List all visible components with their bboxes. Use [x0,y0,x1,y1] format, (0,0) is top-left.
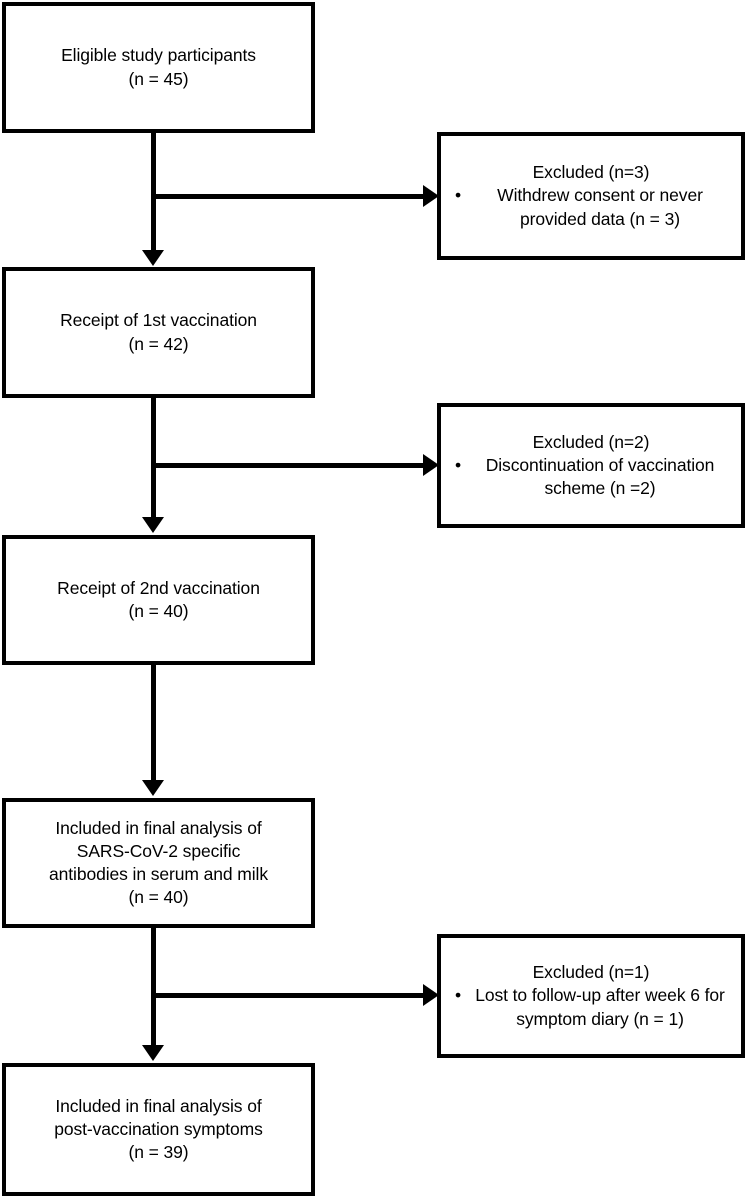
excluded-title: Excluded (n=3) [532,162,650,183]
node-analysis-symptoms: Included in final analysis of post-vacci… [2,1063,315,1196]
excluded-body-line: 3) [664,208,680,229]
node-analysis-antibodies: Included in final analysis of SARS-CoV-2… [2,798,315,928]
node-line: (n = 39) [128,1142,189,1163]
node-line: Receipt of 1st vaccination [60,310,257,331]
node-excluded-3: Excluded (n=1) • Lost to follow-up after… [437,934,745,1058]
arrow-down-to-second-vaccination [142,517,164,533]
excluded-body-line: Lost to follow-up after [475,985,641,1006]
connector-branch-3 [151,993,426,998]
connector-trunk-1 [151,133,156,252]
bullet-icon: • [455,185,462,206]
arrow-right-to-excluded-3 [423,984,439,1006]
arrow-right-to-excluded-1 [423,185,439,207]
node-line: (n = 42) [128,333,189,354]
node-receipt-second-vaccination: Receipt of 2nd vaccination (n = 40) [2,535,315,665]
connector-trunk-4 [151,928,156,1046]
arrow-down-to-analysis-symptoms [142,1045,164,1061]
connector-trunk-3 [151,665,156,782]
connector-branch-1 [151,194,426,199]
node-line: (n = 45) [128,68,189,89]
connector-branch-2 [151,463,426,468]
bullet-icon: • [455,454,462,475]
arrow-down-to-first-vaccination [142,250,164,266]
node-line: Receipt of 2nd vaccination [57,577,260,598]
node-line: Eligible study participants [61,45,256,66]
excluded-body-line: week 6 for symptom diary [516,985,725,1029]
node-excluded-2: Excluded (n=2) • Discontinuation of vacc… [437,403,745,528]
excluded-body-line: vaccination scheme (n =2) [544,454,715,499]
excluded-body-line: (n = 1) [633,1008,684,1029]
excluded-title: Excluded (n=2) [532,431,650,452]
arrow-down-to-analysis-antibodies [142,780,164,796]
node-line: post-vaccination symptoms [54,1118,263,1139]
excluded-body-line: Withdrew consent or [497,185,655,206]
node-line: (n = 40) [128,601,189,621]
excluded-body-line: never provided data (n = [520,185,703,229]
node-line: antibodies in serum and milk [49,864,268,884]
excluded-body-line: Discontinuation of [485,454,624,475]
excluded-body: • Lost to follow-up after week 6 for sym… [447,984,735,1030]
node-excluded-1: Excluded (n=3) • Withdrew consent or nev… [437,132,745,260]
node-line: Included in final analysis of [55,817,262,838]
excluded-body: • Withdrew consent or never provided dat… [447,184,735,230]
excluded-title: Excluded (n=1) [532,962,650,983]
bullet-icon: • [455,985,462,1006]
excluded-body: • Discontinuation of vaccination scheme … [447,454,735,500]
node-line: Included in final analysis of [55,1095,262,1116]
node-receipt-first-vaccination: Receipt of 1st vaccination (n = 42) [2,267,315,398]
node-line: SARS-CoV-2 specific [76,840,241,861]
arrow-right-to-excluded-2 [423,454,439,476]
node-eligible-study-participants: Eligible study participants (n = 45) [2,2,315,133]
node-line: (n = 40) [128,887,189,908]
connector-trunk-2 [151,398,156,518]
